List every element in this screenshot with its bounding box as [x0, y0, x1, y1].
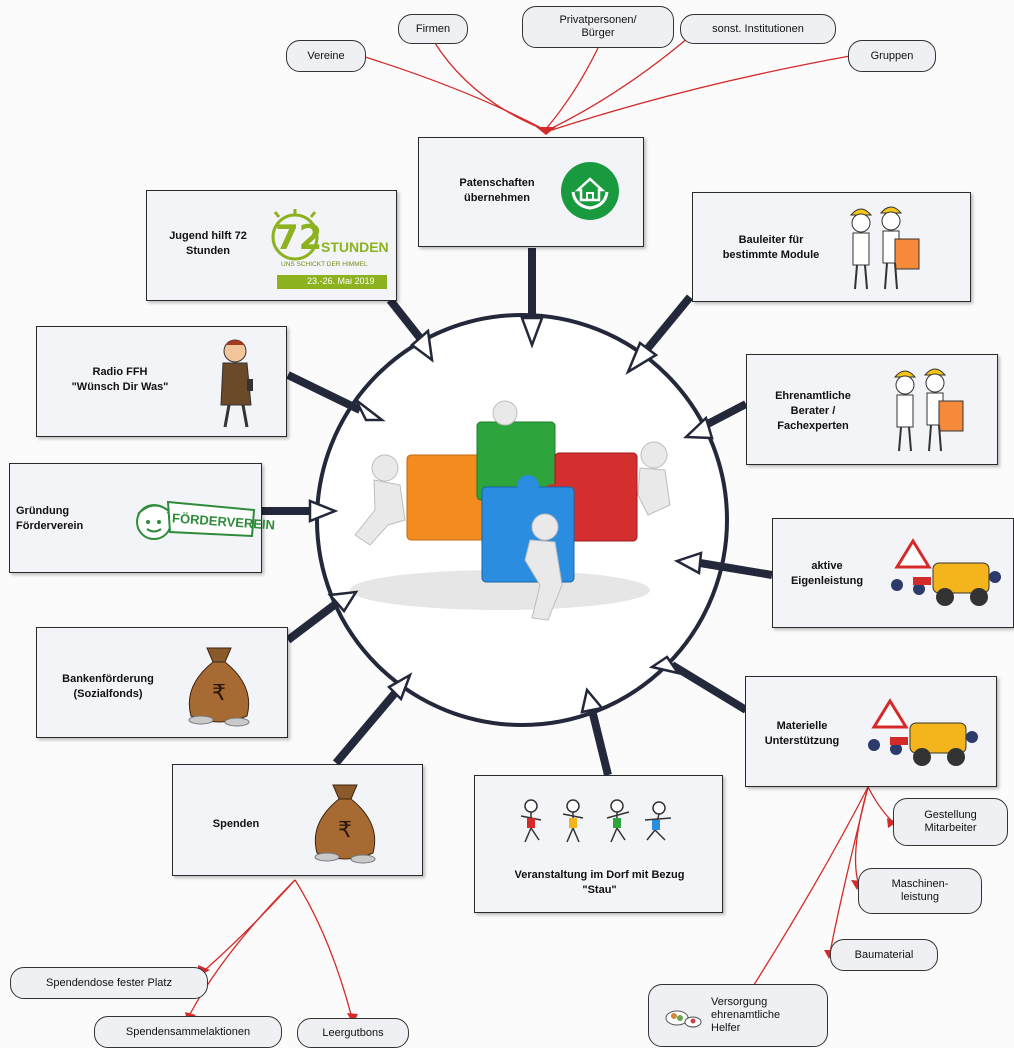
sub-spendensammelaktionen: Spendensammelaktionen — [94, 1016, 282, 1048]
source-privatpersonen: Privatpersonen/ Bürger — [522, 6, 674, 48]
house-hands-icon — [561, 162, 619, 220]
sub-gestellung: Gestellung Mitarbeiter — [893, 798, 1008, 846]
logo-72-number: 72 — [275, 218, 323, 258]
sub-baumaterial: Baumaterial — [830, 939, 938, 971]
construction-materials-icon — [868, 698, 978, 766]
svg-text:₹: ₹ — [212, 681, 226, 706]
engineers-icon — [849, 206, 920, 290]
box-radio-ffh: Radio FFH "Wünsch Dir Was" — [36, 326, 287, 437]
box-jugend-72: Jugend hilft 72 Stunden 72 STUNDEN UNS S… — [146, 190, 397, 301]
money-bag-icon: ₹ — [314, 784, 376, 864]
box-berater: Ehrenamtliche Berater / Fachexperten — [746, 354, 998, 465]
box-bauleiter-label: Bauleiter für bestimmte Module — [722, 234, 820, 261]
box-foerderverein-label: Gründung Förderverein — [16, 505, 84, 532]
sub-maschinenleistung: Maschinen- leistung — [858, 868, 982, 914]
source-firmen: Firmen — [398, 14, 468, 44]
box-bankenfoerderung: Bankenförderung (Sozialfonds) ₹ — [36, 627, 288, 738]
box-bank-label: Bankenförderung (Sozialfonds) — [62, 673, 154, 700]
72-stunden-logo: 72 STUNDEN UNS SCHICKT DER HIMMEL 23.-26… — [267, 203, 389, 291]
puzzle-teamwork-icon — [350, 400, 671, 621]
box-bauleiter: Bauleiter für bestimmte Module — [692, 192, 971, 302]
source-vereine: Vereine — [286, 40, 366, 72]
box-berater-label: Ehrenamtliche Berater / Fachexperten — [775, 390, 851, 432]
box-foerderverein: Gründung Förderverein FÖRDERVEREIN — [9, 463, 275, 573]
sub-leergutbons: Leergutbons — [297, 1018, 409, 1048]
sub-versorgung-label: Versorgung ehrenamtliche Helfer — [711, 996, 781, 1034]
food-plate-icon — [665, 1010, 702, 1027]
consultants-icon — [893, 368, 964, 452]
box-patenschaften: Patenschaften übernehmen — [418, 137, 644, 247]
box-eigenleistung-label: aktive Eigenleistung — [790, 560, 864, 587]
construction-crew-icon — [891, 538, 1001, 606]
sub-versorgung: Versorgung ehrenamtliche Helfer — [648, 984, 828, 1047]
foerderverein-logo-icon — [136, 500, 256, 540]
box-veranstaltung-label: Veranstaltung im Dorf mit Bezug "Stau" — [514, 869, 685, 896]
box-materiell: Materielle Unterstützung — [745, 676, 997, 787]
box-patenschaften-label: Patenschaften übernehmen — [459, 177, 535, 204]
clock-icon — [271, 209, 387, 289]
source-institutionen: sonst. Institutionen — [680, 14, 836, 44]
box-jugend-label: Jugend hilft 72 Stunden — [169, 230, 247, 257]
sub-spendendose: Spendendose fester Platz — [10, 967, 208, 999]
logo-72-tagline: UNS SCHICKT DER HIMMEL — [281, 261, 368, 268]
box-radio-label: Radio FFH "Wünsch Dir Was" — [71, 366, 169, 393]
logo-72-word: STUNDEN — [321, 239, 389, 255]
source-gruppen: Gruppen — [848, 40, 936, 72]
box-veranstaltung: Veranstaltung im Dorf mit Bezug "Stau" — [474, 775, 723, 913]
box-spenden: Spenden ₹ — [172, 764, 423, 876]
box-materiell-label: Materielle Unterstützung — [764, 720, 840, 747]
money-bag-icon: ₹ — [188, 647, 250, 727]
box-spenden-label: Spenden — [212, 818, 260, 830]
dancing-people-icon — [520, 799, 672, 843]
box-eigenleistung: aktive Eigenleistung — [772, 518, 1014, 628]
radio-host-icon — [220, 339, 253, 428]
svg-text:₹: ₹ — [338, 818, 352, 843]
logo-72-dates: 23.-26. Mai 2019 — [307, 276, 375, 286]
